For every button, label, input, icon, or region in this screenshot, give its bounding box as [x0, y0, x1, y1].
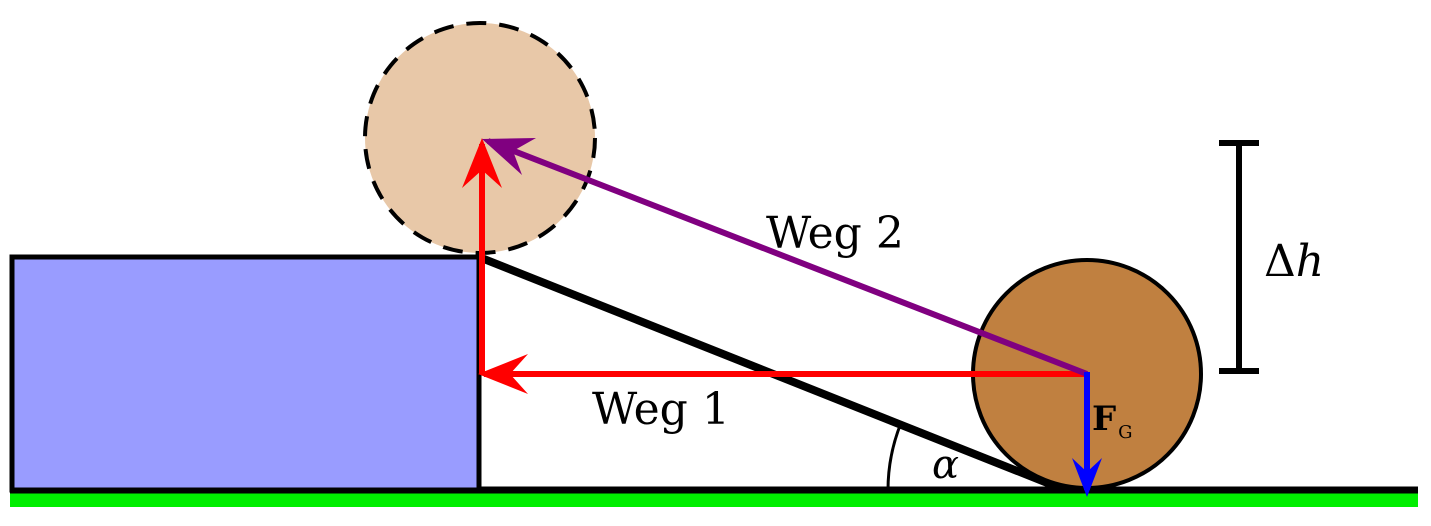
path1-horizontal-arrowhead	[478, 354, 528, 394]
gravity-arrowhead	[1072, 458, 1102, 497]
gravity-arrow	[1072, 372, 1102, 497]
ground-strip	[10, 493, 1418, 507]
angle-label: α	[932, 442, 959, 488]
height-bracket	[1219, 140, 1259, 374]
path2-arrow	[482, 138, 1089, 377]
path2-label: Weg 2	[766, 208, 904, 259]
force-label-sub: G	[1118, 422, 1132, 443]
path1-vertical-arrowhead	[462, 138, 502, 188]
height-label: Δh	[1264, 236, 1324, 287]
path2-line	[486, 138, 1089, 377]
path1-arrows	[462, 138, 1087, 394]
force-label-main: F	[1092, 399, 1116, 439]
block	[9, 254, 482, 493]
path2-arrowhead	[482, 138, 536, 175]
height-label-h: h	[1296, 236, 1324, 287]
angle-arc	[886, 422, 903, 491]
height-label-delta: Δ	[1264, 236, 1296, 287]
path1-label: Weg 1	[592, 384, 730, 435]
